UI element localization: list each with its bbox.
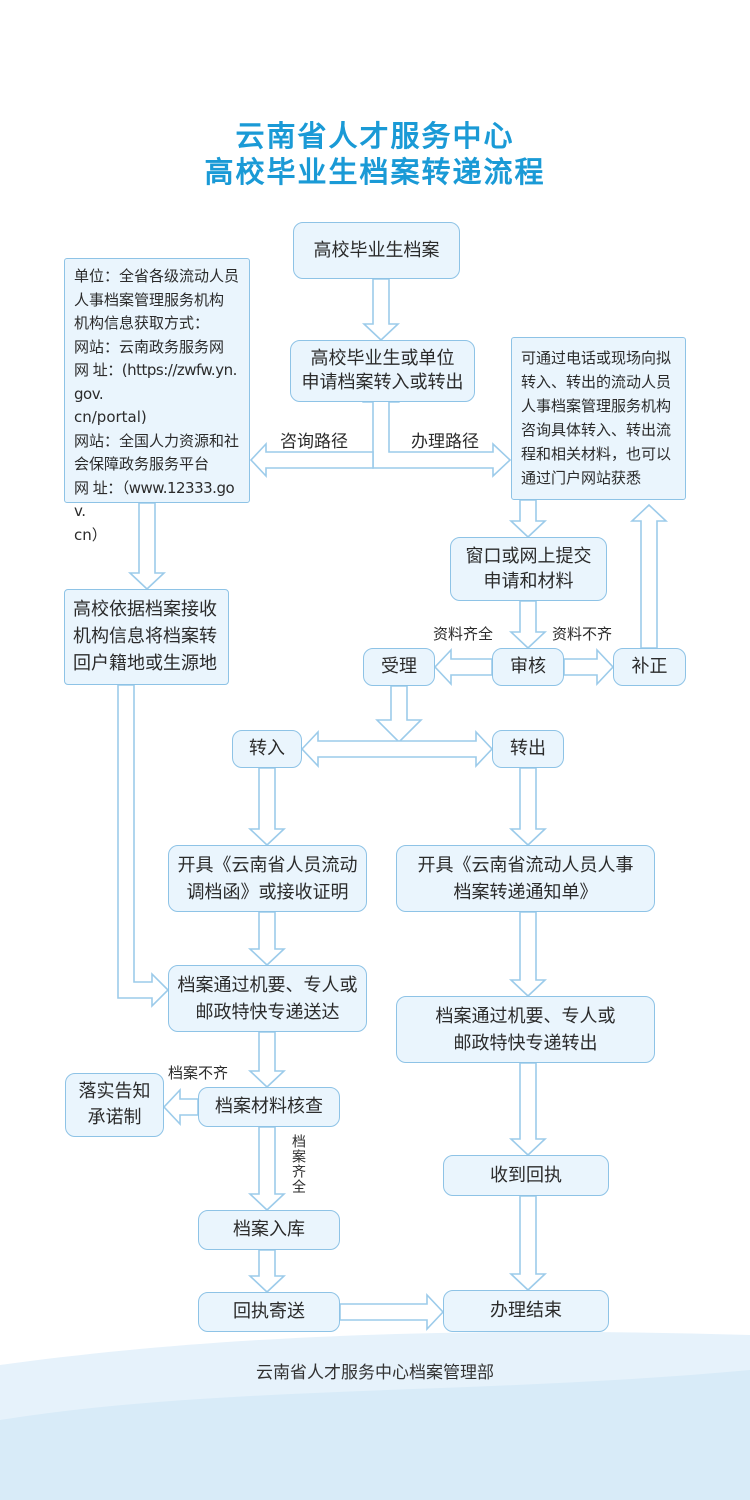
arrow-store-to-send [247,1249,287,1294]
node-accept: 受理 [363,648,435,686]
node-review: 审核 [492,648,564,686]
arrow-review-to-supplement [563,647,615,687]
arrow-out-to-issue [508,767,548,847]
arrow-send-to-finish [339,1292,445,1332]
arrow-delivered-to-check [247,1031,287,1089]
arrow-supplement-to-info [629,503,669,649]
info-left-institution: 单位：全省各级流动人员 人事档案管理服务机构 机构信息获取方式： 网站：云南政务… [64,258,250,544]
arrow-in-to-issue [247,767,287,847]
node-archive-check: 档案材料核查 [198,1087,340,1127]
label-materials-incomplete: 资料不齐 [552,625,613,643]
label-materials-complete: 资料齐全 [433,625,494,643]
node-commitment: 落实告知承诺制 [65,1073,164,1137]
node-school-transfer: 高校依据档案接收机构信息将档案转回户籍地或生源地 [64,589,229,685]
node-receipt-received: 收到回执 [443,1155,609,1196]
node-transfer-in: 转入 [232,730,302,768]
node-apply-transfer: 高校毕业生或单位申请档案转入或转出 [290,340,475,402]
arrow-info-to-submit [508,499,548,539]
arrow-accept-to-branch [375,685,423,744]
node-receipt-sent: 回执寄送 [198,1292,340,1332]
title-line-1: 云南省人才服务中心 [235,119,515,153]
label-archive-incomplete: 档案不齐 [168,1064,229,1082]
arrow-school-to-delivered [117,684,170,1008]
node-archive-stored: 档案入库 [198,1210,340,1250]
node-finish: 办理结束 [443,1290,609,1332]
node-transfer-out: 转出 [492,730,564,768]
label-handle-path: 办理路径 [411,432,479,452]
footer-department: 云南省人才服务中心档案管理部 [256,1363,494,1383]
arrow-issue-to-sentout [508,911,548,998]
label-consult-path: 咨询路径 [280,432,348,452]
arrow-submit-to-review [508,600,548,650]
arrow-check-to-commit [162,1087,199,1127]
node-submit-application: 窗口或网上提交申请和材料 [450,537,607,601]
arrow-sentout-to-receipt [508,1062,548,1157]
info-right-consult: 可通过电话或现场向拟 转入、转出的流动人员 人事档案管理服务机构 咨询具体转入、… [511,337,686,500]
arrow-review-to-accept [433,647,493,687]
label-archive-complete: 档案齐全 [290,1134,306,1194]
node-supplement: 补正 [613,648,686,686]
node-archive-delivered: 档案通过机要、专人或邮政特快专递送达 [168,965,367,1032]
title-line-2: 高校毕业生档案转递流程 [204,155,546,189]
arrow-archive-to-apply [361,278,401,342]
arrow-consult-path [249,441,374,479]
node-graduate-archive: 高校毕业生档案 [293,222,460,279]
arrow-issue-to-delivered [247,911,287,967]
arrow-info-to-school [127,502,167,591]
arrow-check-to-store [247,1126,287,1212]
node-archive-sent-out: 档案通过机要、专人或邮政特快专递转出 [396,996,655,1063]
arrow-receipt-to-finish [508,1195,548,1292]
node-issue-transfer-notice: 开具《云南省流动人员人事档案转递通知单》 [396,845,655,912]
node-issue-transfer-letter: 开具《云南省人员流动调档函》或接收证明 [168,845,367,912]
